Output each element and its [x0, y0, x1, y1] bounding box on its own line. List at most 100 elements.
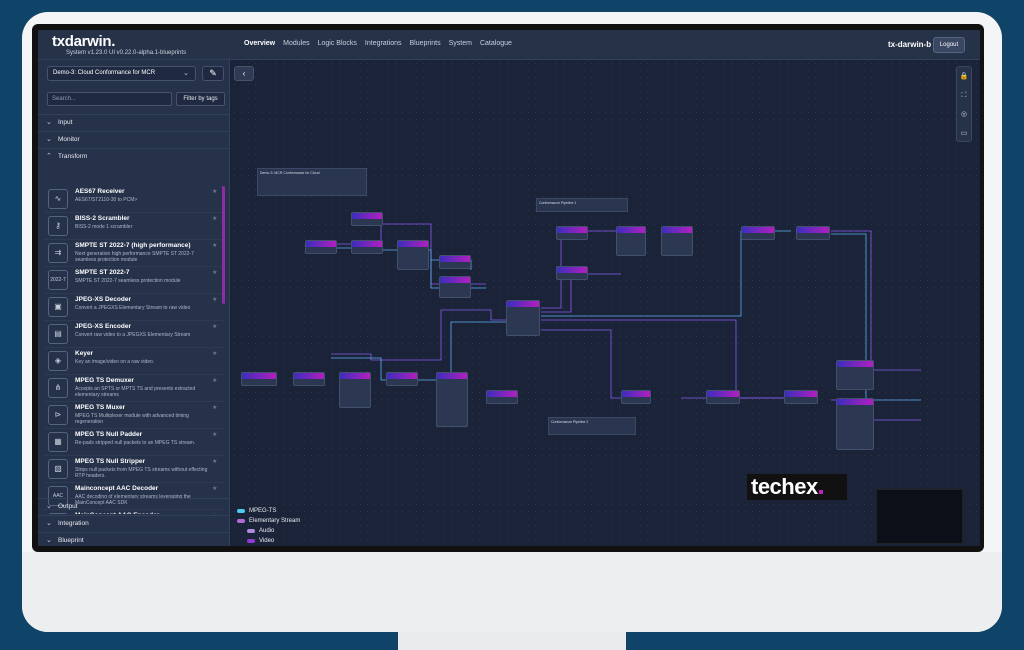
- fit-view-icon[interactable]: ⛶: [961, 92, 967, 99]
- flow-node[interactable]: [439, 276, 471, 298]
- flow-node[interactable]: [741, 226, 775, 240]
- flow-node[interactable]: [436, 372, 468, 427]
- filter-by-tags-button[interactable]: Filter by tags: [176, 92, 225, 106]
- flow-node[interactable]: [351, 212, 383, 226]
- flow-canvas[interactable]: ‹ 🔒 ⛶ ◎ ▭: [231, 60, 980, 546]
- flow-node[interactable]: [293, 372, 325, 386]
- star-icon[interactable]: ★: [212, 378, 218, 384]
- legend-swatch: [237, 509, 245, 513]
- star-icon[interactable]: ★: [212, 270, 218, 276]
- module-item[interactable]: ▤MainConcept AAC Encoder★: [44, 510, 224, 514]
- flow-node[interactable]: [556, 226, 588, 240]
- flow-node[interactable]: [351, 240, 383, 254]
- note-title: Demo-3: MCR Conformance for Cloud: [260, 171, 320, 175]
- legend-item: Audio: [237, 526, 300, 536]
- nav-item-system[interactable]: System: [448, 40, 472, 47]
- flow-node[interactable]: [556, 266, 588, 280]
- chevron-down-icon: ⌄: [46, 537, 52, 544]
- star-icon[interactable]: ★: [212, 432, 218, 438]
- star-icon[interactable]: ★: [212, 486, 218, 492]
- nav-item-integrations[interactable]: Integrations: [364, 40, 402, 47]
- flow-select-value: Demo-3: Cloud Conformance for MCR: [53, 70, 156, 76]
- star-icon[interactable]: ★: [212, 351, 218, 357]
- nav-item-overview[interactable]: Overview: [244, 40, 276, 47]
- logo-dot: [818, 490, 823, 494]
- folder-icon[interactable]: ▭: [960, 130, 968, 137]
- section-blueprint[interactable]: ⌄ Blueprint: [38, 532, 230, 546]
- canvas-toolbar: 🔒 ⛶ ◎ ▭: [956, 66, 972, 142]
- note-pipeline1[interactable]: Conformance Pipeline 1: [536, 198, 628, 212]
- flow-node[interactable]: [784, 390, 818, 404]
- flow-node[interactable]: [386, 372, 418, 386]
- flow-node[interactable]: [661, 226, 693, 256]
- section-monitor[interactable]: ⌄Monitor: [38, 131, 230, 147]
- main-nav: Overview Modules Logic Blocks Integrations B…: [244, 40, 512, 47]
- flow-node[interactable]: [616, 226, 646, 256]
- star-icon[interactable]: ★: [212, 512, 217, 514]
- star-icon[interactable]: ★: [212, 216, 218, 222]
- flow-node[interactable]: [506, 300, 540, 336]
- flow-node[interactable]: [836, 398, 874, 450]
- module-sidebar: Demo-3: Cloud Conformance for MCR⌄ ✎ Sea…: [38, 60, 230, 546]
- collapse-sidebar-button[interactable]: ‹: [234, 66, 254, 81]
- canvas-minimap[interactable]: [876, 489, 963, 544]
- node-header: [340, 373, 370, 379]
- module-name: BISS-2 Scrambler: [75, 215, 130, 222]
- flow-node[interactable]: [796, 226, 830, 240]
- star-icon[interactable]: ★: [212, 405, 218, 411]
- flow-node[interactable]: [305, 240, 337, 254]
- edit-flow-button[interactable]: ✎: [202, 66, 224, 81]
- nav-item-logic-blocks[interactable]: Logic Blocks: [317, 40, 357, 47]
- flow-node[interactable]: [397, 240, 429, 270]
- encoder-icon: ▤: [48, 513, 68, 514]
- module-description: Re-pads stripped null packets to an MPEG…: [75, 440, 196, 446]
- section-label: Blueprint: [58, 537, 84, 544]
- flow-node[interactable]: [439, 255, 471, 269]
- search-input[interactable]: Search...: [47, 92, 172, 106]
- section-label: Input: [58, 119, 73, 126]
- module-name: Keyer: [75, 350, 94, 357]
- nav-item-catalogue[interactable]: Catalogue: [479, 40, 512, 47]
- module-item[interactable]: ⇉SMPTE ST 2022-7 (high performance)Next …: [44, 240, 224, 267]
- star-icon[interactable]: ★: [212, 297, 218, 303]
- flow-node[interactable]: [621, 390, 651, 404]
- flow-node[interactable]: [836, 360, 874, 390]
- section-integration[interactable]: ⌄Integration: [38, 515, 230, 531]
- module-list-scrollbar[interactable]: [222, 186, 225, 304]
- flow-node[interactable]: [241, 372, 277, 386]
- node-header: [707, 391, 739, 397]
- star-icon[interactable]: ★: [212, 189, 218, 195]
- note-demo3[interactable]: Demo-3: MCR Conformance for Cloud: [257, 168, 367, 196]
- section-label: Output: [58, 503, 78, 510]
- star-icon[interactable]: ★: [212, 243, 218, 249]
- flow-select[interactable]: Demo-3: Cloud Conformance for MCR⌄: [47, 66, 196, 81]
- nav-item-blueprints[interactable]: Blueprints: [409, 40, 441, 47]
- star-icon[interactable]: ★: [212, 324, 218, 330]
- section-output[interactable]: ⌄Output: [38, 498, 230, 514]
- node-header: [785, 391, 817, 397]
- section-transform[interactable]: ⌃Transform: [38, 148, 230, 164]
- nav-item-modules[interactable]: Modules: [283, 40, 310, 47]
- note-pipeline2[interactable]: Conformance Pipeline 2: [548, 417, 636, 435]
- star-icon[interactable]: ★: [212, 459, 218, 465]
- brand-logo[interactable]: txdarwin.: [52, 33, 116, 50]
- module-name: SMPTE ST 2022-7: [75, 269, 130, 276]
- flow-node[interactable]: [486, 390, 518, 404]
- logout-button[interactable]: Logout: [933, 37, 965, 53]
- camera-icon[interactable]: ◎: [960, 111, 968, 118]
- section-input[interactable]: ⌄Input: [38, 114, 230, 130]
- flow-node[interactable]: [706, 390, 740, 404]
- lock-icon[interactable]: 🔒: [959, 73, 969, 80]
- flow-node[interactable]: [339, 372, 371, 408]
